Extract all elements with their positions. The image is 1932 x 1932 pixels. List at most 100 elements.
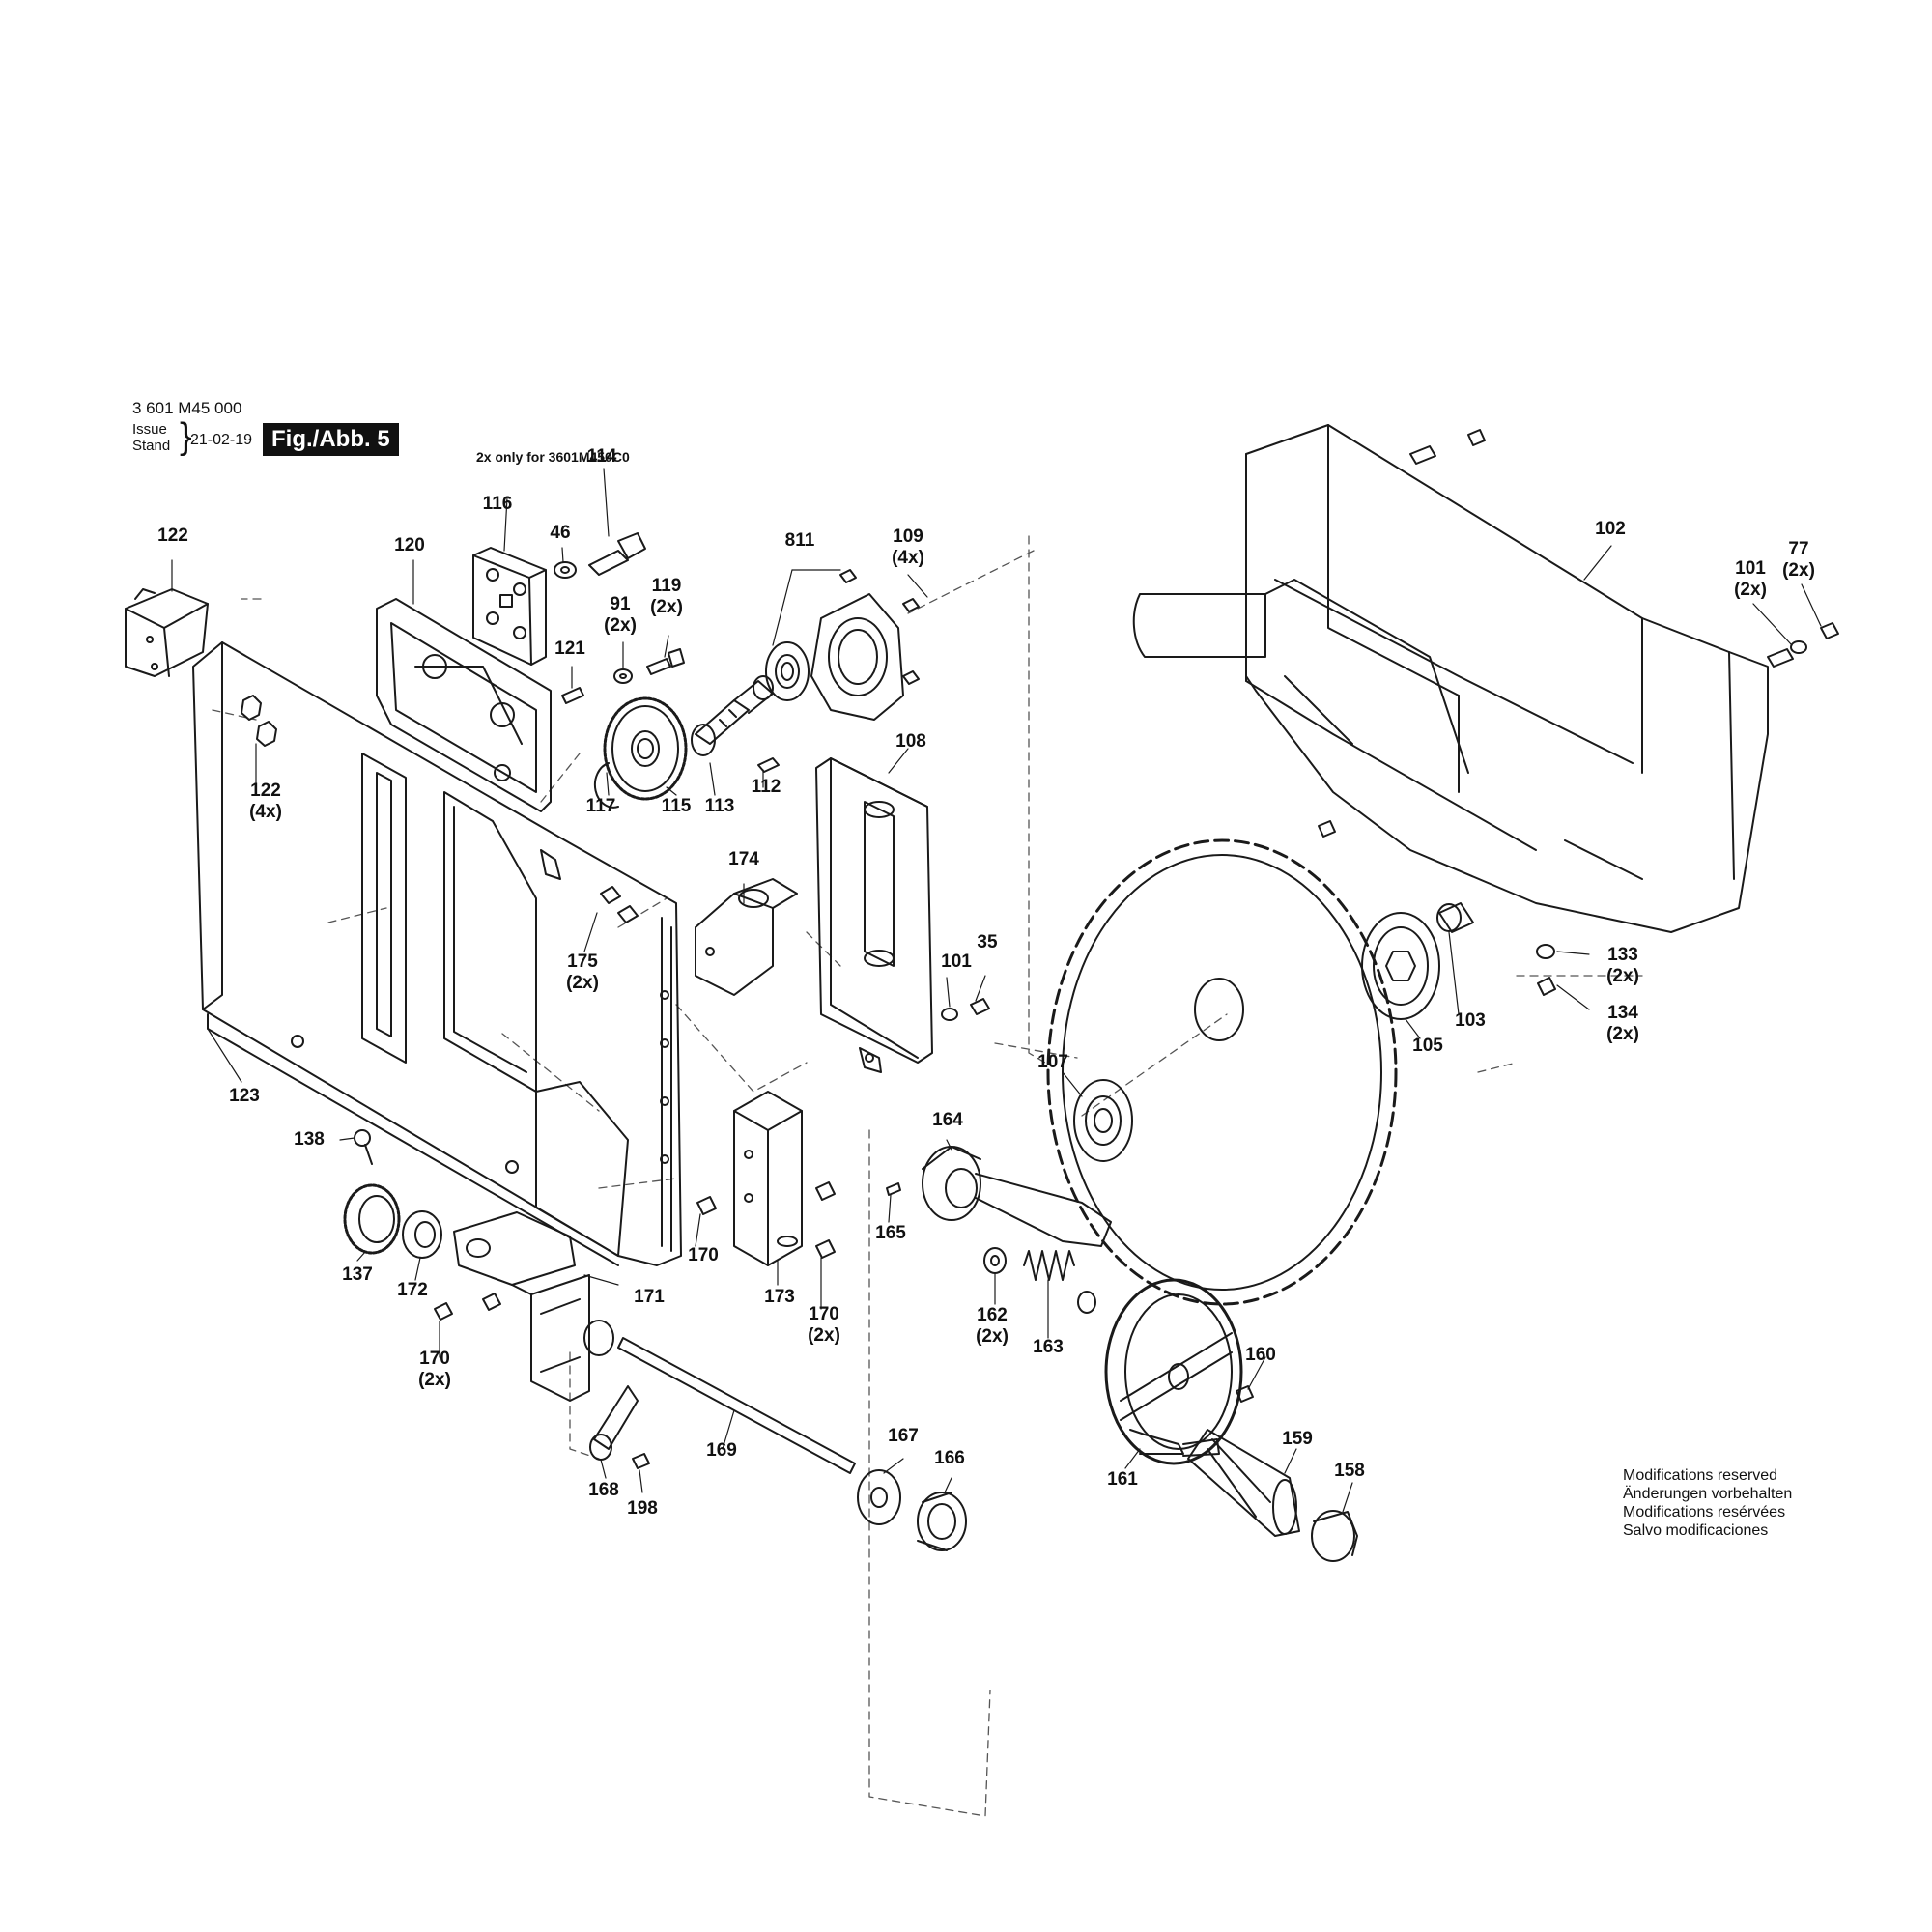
- callout-121[interactable]: 121: [554, 639, 585, 660]
- callout-part-number: 169: [706, 1440, 737, 1461]
- callout-133[interactable]: 133(2x): [1606, 945, 1639, 987]
- screw-part-77: [1820, 622, 1839, 639]
- callout-107[interactable]: 107: [1037, 1052, 1068, 1073]
- knob-part-166: [917, 1492, 967, 1551]
- callout-part-number: 165: [875, 1223, 906, 1243]
- callout-quantity: (2x): [1734, 580, 1767, 600]
- callout-part-number: 120: [394, 535, 425, 555]
- callout-91[interactable]: 91(2x): [604, 594, 637, 637]
- callout-108[interactable]: 108: [895, 731, 926, 753]
- callout-171[interactable]: 171: [634, 1287, 665, 1308]
- issue-date: 21-02-19: [190, 432, 253, 448]
- callout-part-number: 168: [588, 1480, 619, 1500]
- callout-120[interactable]: 120: [394, 535, 425, 556]
- callout-170-left[interactable]: 170(2x): [418, 1349, 451, 1391]
- callout-167[interactable]: 167: [888, 1426, 919, 1447]
- callout-part-number: 117: [585, 796, 616, 816]
- callout-part-number: 77: [1788, 539, 1809, 559]
- rod-part-169: [583, 1320, 856, 1474]
- callout-part-number: 123: [229, 1086, 260, 1106]
- plate-part-116: [472, 547, 547, 666]
- callout-166[interactable]: 166: [934, 1448, 965, 1469]
- screw-part-35: [970, 998, 990, 1015]
- bracket-part-174: [695, 878, 798, 996]
- callout-170-center[interactable]: 170: [688, 1245, 719, 1266]
- callout-122-4x[interactable]: 122(4x): [249, 781, 282, 823]
- callout-part-number: 158: [1334, 1461, 1365, 1481]
- callout-101-guard[interactable]: 101(2x): [1734, 558, 1767, 601]
- cover-plate-part-108: [815, 757, 933, 1073]
- lever-part-168: [589, 1385, 639, 1461]
- callout-105[interactable]: 105: [1412, 1036, 1443, 1057]
- callout-quantity: (2x): [650, 597, 683, 617]
- callout-102[interactable]: 102: [1595, 519, 1626, 540]
- bearing-part-811: [765, 641, 810, 701]
- callout-115[interactable]: 115: [662, 796, 692, 817]
- callout-116[interactable]: 116: [483, 494, 513, 515]
- callout-168[interactable]: 168: [588, 1480, 619, 1501]
- callout-163[interactable]: 163: [1033, 1337, 1064, 1358]
- callout-quantity: (2x): [418, 1370, 451, 1390]
- callout-119[interactable]: 119(2x): [650, 576, 683, 618]
- callout-170-right[interactable]: 170(2x): [808, 1304, 840, 1347]
- callout-114[interactable]: 114: [587, 446, 617, 468]
- stand-label: Stand: [132, 438, 171, 454]
- callout-174[interactable]: 174: [728, 849, 759, 870]
- callout-811[interactable]: 811: [785, 530, 815, 552]
- callout-138[interactable]: 138: [294, 1129, 325, 1151]
- callout-part-number: 198: [627, 1498, 658, 1519]
- callout-part-number: 172: [397, 1280, 428, 1300]
- screws-part-170-right: [696, 1181, 836, 1259]
- handwheel-part-161: [1104, 1278, 1243, 1465]
- callout-123[interactable]: 123: [229, 1086, 260, 1107]
- callout-part-number: 122: [157, 526, 188, 546]
- callout-161[interactable]: 161: [1107, 1469, 1138, 1491]
- callout-part-number: 115: [661, 796, 692, 816]
- callout-part-number: 134: [1607, 1003, 1638, 1023]
- callout-109[interactable]: 109(4x): [892, 526, 924, 569]
- callout-part-number: 161: [1107, 1469, 1138, 1490]
- callout-46[interactable]: 46: [550, 523, 570, 544]
- callout-part-number: 167: [888, 1426, 919, 1446]
- callout-113[interactable]: 113: [705, 796, 735, 817]
- callout-158[interactable]: 158: [1334, 1461, 1365, 1482]
- callout-103[interactable]: 103: [1455, 1010, 1486, 1032]
- bracket-part-173: [733, 1091, 803, 1266]
- callout-quantity: (2x): [566, 973, 599, 993]
- callout-101[interactable]: 101: [941, 952, 972, 973]
- callout-part-number: 35: [977, 932, 998, 952]
- callout-117[interactable]: 117: [586, 796, 616, 817]
- callout-137[interactable]: 137: [342, 1264, 373, 1286]
- callout-122[interactable]: 122: [157, 526, 188, 547]
- callout-quantity: (2x): [1606, 966, 1639, 986]
- saw-blade: [1046, 838, 1398, 1306]
- guard-screws: [1318, 429, 1794, 838]
- callout-159[interactable]: 159: [1282, 1429, 1313, 1450]
- key-part-112: [757, 757, 780, 773]
- callout-173[interactable]: 173: [764, 1287, 795, 1308]
- cap-part-158: [1311, 1510, 1358, 1562]
- callout-part-number: 113: [704, 796, 735, 816]
- pin-part-165: [886, 1182, 901, 1196]
- callout-165[interactable]: 165: [875, 1223, 906, 1244]
- callout-77[interactable]: 77(2x): [1782, 539, 1815, 582]
- callout-172[interactable]: 172: [397, 1280, 428, 1301]
- callout-112[interactable]: 112: [752, 777, 781, 798]
- callout-160[interactable]: 160: [1245, 1345, 1276, 1366]
- part-114-note: 2x only for 3601M450C0: [476, 449, 630, 465]
- callout-35[interactable]: 35: [977, 932, 997, 953]
- modifications-line: Modifications reserved: [1623, 1467, 1778, 1484]
- callout-part-number: 173: [764, 1287, 795, 1307]
- callout-198[interactable]: 198: [627, 1498, 658, 1520]
- callout-164[interactable]: 164: [932, 1110, 963, 1131]
- callout-part-number: 112: [751, 777, 781, 797]
- screw-part-134: [1537, 977, 1556, 996]
- screw-part-198: [632, 1453, 650, 1469]
- model-number: 3 601 M45 000: [132, 399, 242, 417]
- callout-162[interactable]: 162(2x): [976, 1305, 1009, 1348]
- callout-quantity: (4x): [249, 802, 282, 822]
- callout-134[interactable]: 134(2x): [1606, 1003, 1639, 1045]
- callout-169[interactable]: 169: [706, 1440, 737, 1462]
- callout-175[interactable]: 175(2x): [566, 952, 599, 994]
